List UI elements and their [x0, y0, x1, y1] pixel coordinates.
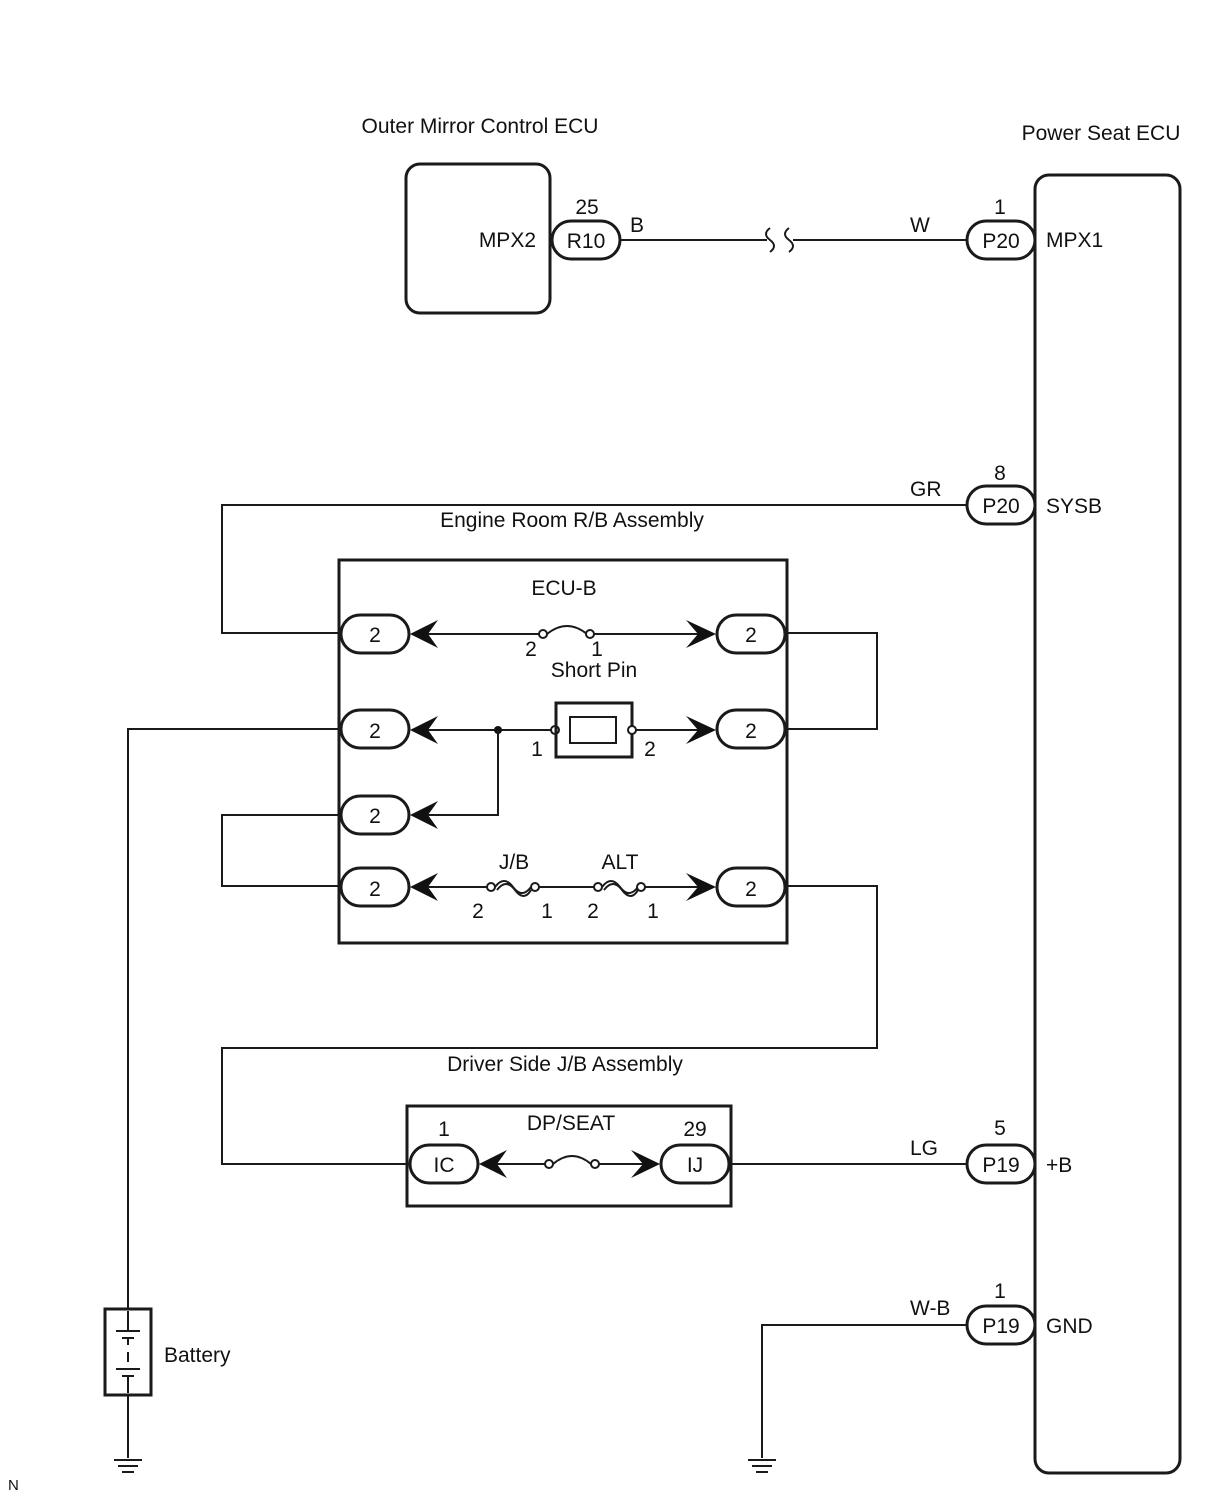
wire-color-b: B [630, 214, 644, 237]
ij-pin-number: 29 [683, 1118, 706, 1141]
rb-connector-row2-left [339, 708, 411, 750]
wire-break-mark [765, 227, 794, 253]
junction-branch-wire [428, 730, 499, 816]
rb-pin-row1-left: 2 [369, 624, 381, 647]
arrow-row4-left [410, 873, 438, 901]
rb-pin-row1-right: 2 [745, 624, 757, 647]
mpx1-terminal-label: MPX1 [1046, 229, 1103, 252]
alt-node-right [636, 882, 646, 892]
outer-mirror-ecu-box [404, 162, 552, 315]
ecu-b-node-left [538, 629, 548, 639]
ic-pin-number: 1 [438, 1118, 450, 1141]
arrow-row2-right [686, 716, 716, 744]
rb-connector-row4-left [339, 866, 411, 908]
p19-gnd-pin-number: 1 [994, 1280, 1006, 1303]
engine-room-rb-box [337, 558, 789, 945]
rb-pin-row4-right: 2 [745, 878, 757, 901]
dp-seat-fuse-symbol [552, 1155, 592, 1165]
p20-sysb-connector-code: P20 [982, 495, 1019, 518]
arrow-row2-left [410, 716, 438, 744]
alt-fusible-link-symbol [601, 880, 639, 897]
battery-positive-wire [127, 728, 340, 1310]
engine-room-rb-title: Engine Room R/B Assembly [440, 509, 704, 532]
battery-label: Battery [164, 1344, 231, 1367]
ecu-b-fuse-symbol [546, 625, 588, 635]
alt-node-left [593, 882, 603, 892]
jb-fusible-link-symbol [494, 880, 532, 897]
short-pin-node-right [627, 725, 637, 735]
sysb-wire [221, 504, 967, 634]
p20-mpx1-connector-code: P20 [982, 230, 1019, 253]
arrow-row3 [410, 801, 438, 829]
short-pin-pin-1: 1 [531, 738, 543, 761]
sysb-terminal-label: SYSB [1046, 495, 1102, 518]
arrow-ic [479, 1150, 507, 1178]
ij-connector-code: IJ [687, 1154, 703, 1177]
arrow-row4-right [686, 873, 716, 901]
short-pin-element [569, 716, 617, 744]
p19-gnd-connector-code: P19 [982, 1315, 1019, 1338]
wire-color-w: W [910, 214, 930, 237]
gnd-wire [761, 1324, 967, 1458]
ground-symbol-battery [114, 1459, 142, 1473]
alt-fuse-pin-1: 1 [647, 900, 659, 923]
p20-mpx1-pin-number: 1 [994, 196, 1006, 219]
r10-pin-number: 25 [575, 196, 598, 219]
jb-fuse-pin-1: 1 [541, 900, 553, 923]
rb-connector-row1-left [339, 613, 411, 655]
ecu-b-pin-2: 2 [525, 638, 537, 661]
battery-cell-symbol [116, 1311, 140, 1393]
alt-fuse-pin-2: 2 [587, 900, 599, 923]
short-pin-body [554, 701, 634, 759]
corner-mark: N [8, 1477, 19, 1494]
jb-node-right [530, 882, 540, 892]
ecu-b-node-right [585, 629, 595, 639]
ic-connector [408, 1143, 480, 1185]
dp-seat-node-left [544, 1159, 554, 1169]
alt-fuse-label: ALT [602, 851, 639, 874]
ecu-b-pin-1: 1 [591, 638, 603, 661]
short-pin-label: Short Pin [551, 659, 637, 682]
dp-seat-fuse-label: DP/SEAT [527, 1112, 615, 1135]
rb-pin-row3: 2 [369, 805, 381, 828]
driver-jb-box [405, 1104, 733, 1208]
rb-connector-row3 [339, 794, 411, 836]
ic-connector-code: IC [434, 1154, 455, 1177]
jb-node-left [486, 882, 496, 892]
driver-jb-title: Driver Side J/B Assembly [447, 1053, 683, 1076]
power-seat-ecu-title: Power Seat ECU [1022, 122, 1181, 145]
wire-color-wb: W-B [910, 1297, 950, 1320]
mpx2-terminal-label: MPX2 [479, 229, 536, 252]
rb-pin-row4-left: 2 [369, 878, 381, 901]
p19-b-connector [965, 1143, 1037, 1185]
jb-fuse-pin-2: 2 [472, 900, 484, 923]
p20-mpx1-connector [965, 219, 1037, 261]
ecu-b-short-pin-loop [785, 632, 878, 730]
rb-pin-row2-left: 2 [369, 720, 381, 743]
gnd-terminal-label: GND [1046, 1315, 1093, 1338]
row3-row4-loop [221, 814, 340, 887]
power-seat-ecu-box [1033, 173, 1182, 1475]
ground-symbol-ecu [748, 1459, 776, 1473]
dp-seat-node-right [590, 1159, 600, 1169]
p19-b-connector-code: P19 [982, 1154, 1019, 1177]
ecu-b-fuse-label: ECU-B [531, 577, 596, 600]
arrow-ij [631, 1150, 660, 1178]
arrow-row1-right [686, 620, 716, 648]
wire-color-gr: GR [910, 478, 942, 501]
p20-sysb-pin-number: 8 [994, 462, 1006, 485]
outer-mirror-ecu-title: Outer Mirror Control ECU [362, 115, 599, 138]
short-pin-pin-2: 2 [644, 738, 656, 761]
alt-to-driver-jb-wire [221, 885, 878, 1165]
jb-fuse-label: J/B [499, 851, 529, 874]
p19-b-pin-number: 5 [994, 1117, 1006, 1140]
r10-connector-code: R10 [567, 230, 606, 253]
plus-b-terminal-label: +B [1046, 1154, 1072, 1177]
arrow-row1-left [410, 620, 438, 648]
wire-color-lg: LG [910, 1137, 938, 1160]
rb-pin-row2-right: 2 [745, 720, 757, 743]
